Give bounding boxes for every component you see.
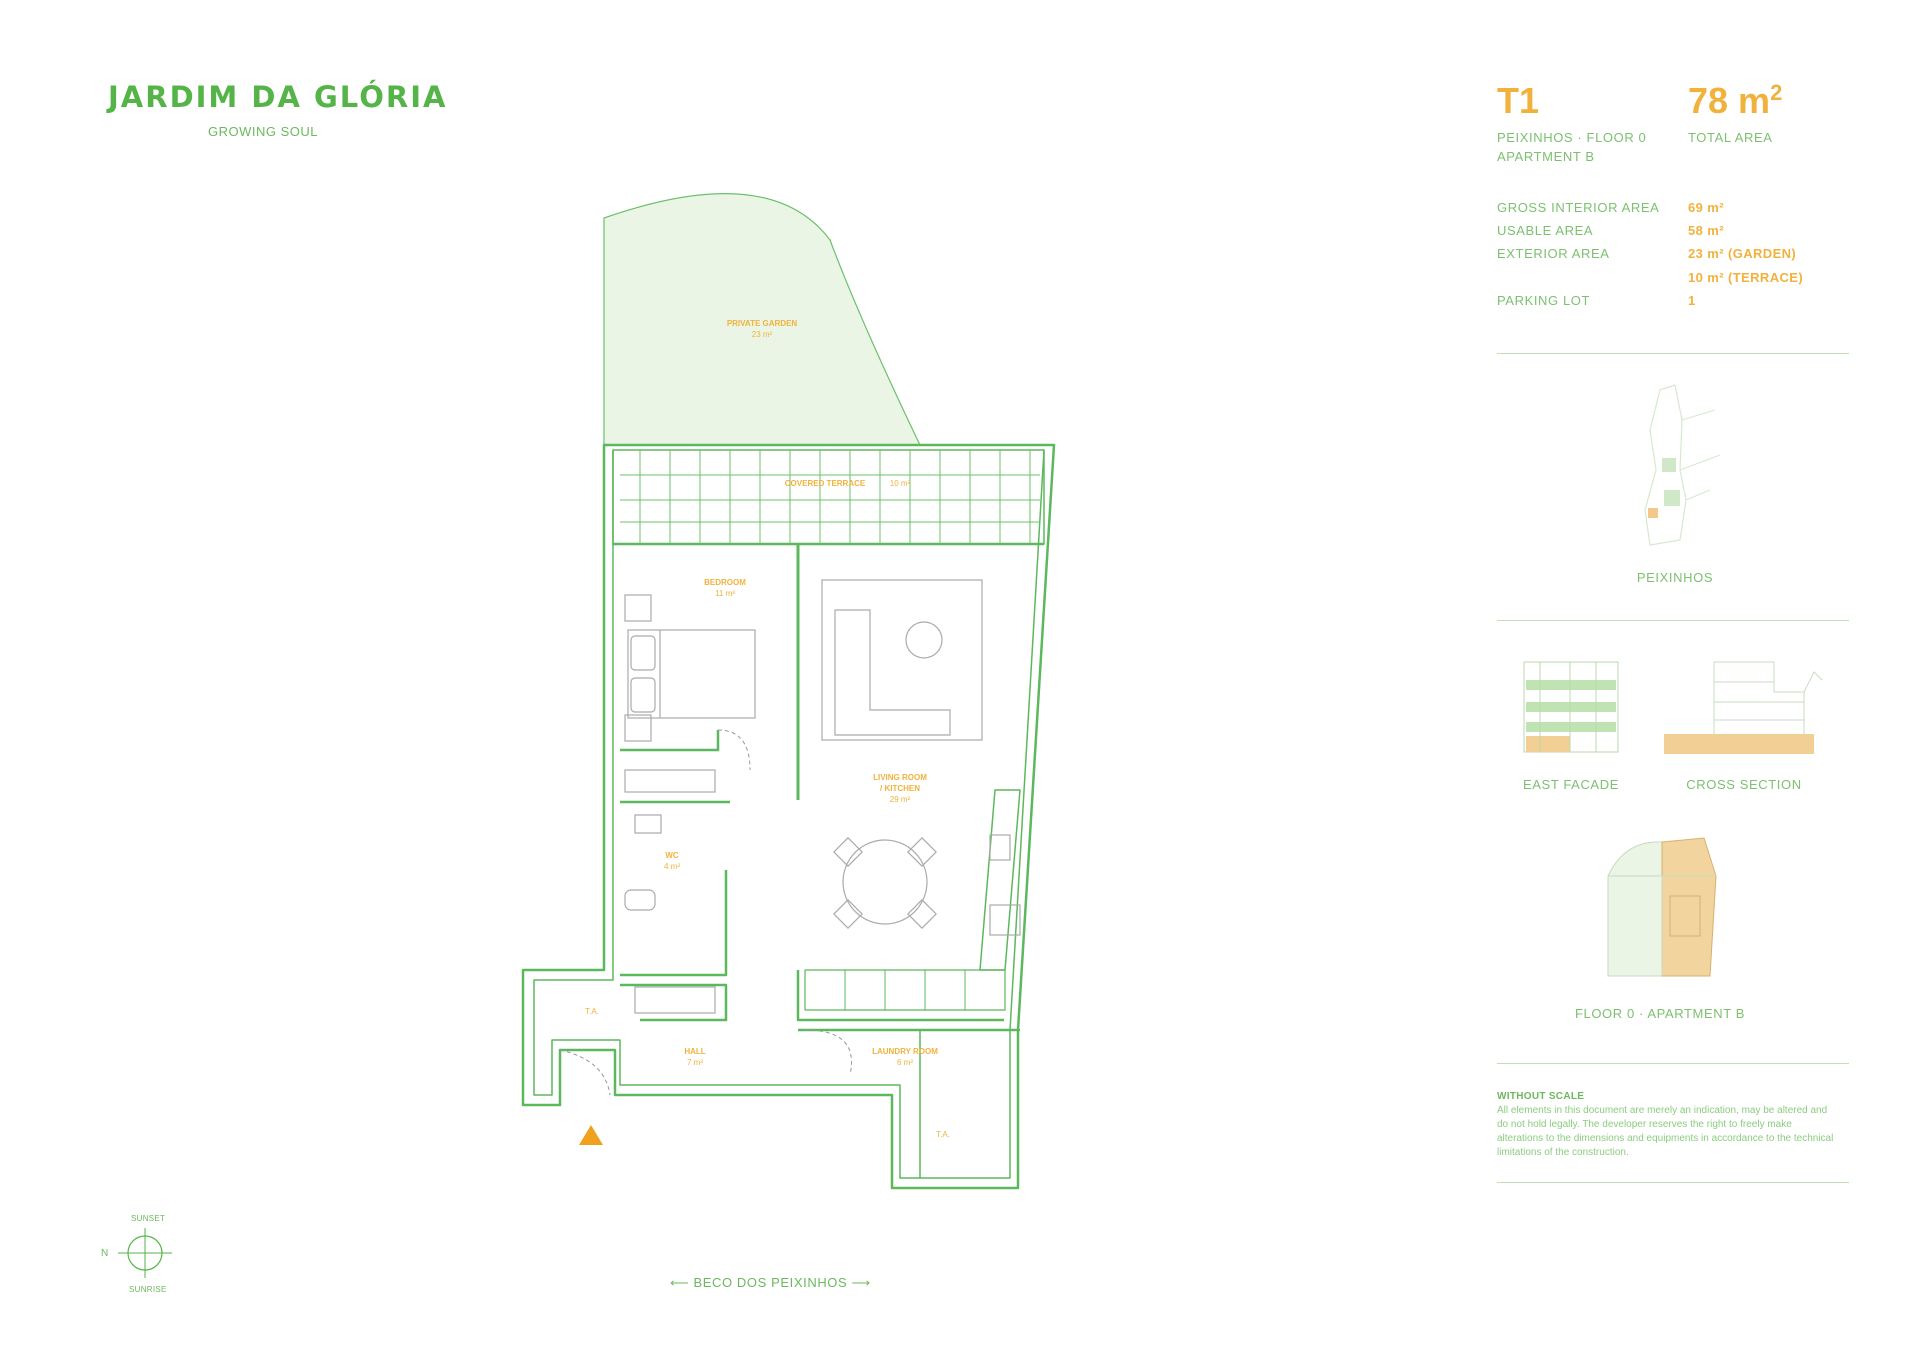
unit-location-line1: PEIXINHOS · FLOOR 0	[1497, 130, 1647, 145]
spec-value-parking: 1	[1688, 293, 1696, 308]
entrance-triangle-icon	[579, 1125, 603, 1145]
nightstand	[624, 594, 652, 622]
wardrobe	[624, 769, 716, 793]
private-garden-area	[603, 193, 921, 446]
divider	[1497, 1063, 1849, 1064]
sofa	[834, 609, 951, 736]
cross-section-thumbnail	[1664, 661, 1823, 754]
thumb-label-floor-plan: FLOOR 0 · APARTMENT B	[1574, 1006, 1746, 1021]
disclaimer-title: WITHOUT SCALE	[1497, 1091, 1585, 1102]
label-wc-area: 4 m²	[664, 862, 680, 871]
unit-location-line2: APARTMENT B	[1497, 149, 1595, 164]
label-wc: WC	[665, 851, 679, 860]
label-terrace: COVERED TERRACE	[785, 479, 866, 488]
unit-type: T1	[1497, 80, 1540, 121]
thumb-label-site: PEIXINHOS	[1636, 570, 1714, 585]
rug	[821, 579, 983, 741]
spec-value-gross: 69 m²	[1688, 200, 1724, 215]
spec-label-exterior: EXTERIOR AREA	[1497, 246, 1610, 261]
wc-sink	[634, 814, 662, 834]
brand-tagline: GROWING SOUL	[208, 124, 319, 139]
compass-sunrise: SUNRISE	[129, 1285, 167, 1294]
thumb-label-east-facade: EAST FACADE	[1523, 777, 1619, 792]
label-living-area: 29 m²	[890, 795, 911, 804]
label-laundry: LAUNDRY ROOM	[872, 1047, 938, 1056]
cooktop	[989, 904, 1021, 936]
unit-total-area: 78 m2	[1688, 80, 1783, 121]
spec-value-exterior-garden: 23 m² (GARDEN)	[1688, 246, 1797, 261]
label-garden: PRIVATE GARDEN	[727, 319, 798, 328]
covered-terrace-area	[612, 449, 1045, 545]
label-living: LIVING ROOM	[873, 773, 927, 782]
disclaimer-body: All elements in this document are merely…	[1497, 1105, 1834, 1158]
unit-area-label: TOTAL AREA	[1688, 130, 1773, 145]
divider	[1497, 353, 1849, 354]
label-laundry-area: 6 m²	[897, 1058, 913, 1067]
toilet	[624, 889, 656, 911]
dining-table	[842, 839, 928, 925]
nightstand	[624, 714, 652, 742]
label-bedroom: BEDROOM	[704, 578, 746, 587]
divider	[1497, 620, 1849, 621]
floor-plan-thumbnail	[1607, 837, 1717, 977]
door-swings	[559, 729, 852, 1096]
label-ta-hall: T.A.	[585, 1007, 599, 1016]
label-hall-area: 7 m²	[687, 1058, 703, 1067]
spec-label-gross: GROSS INTERIOR AREA	[1497, 200, 1660, 215]
label-kitchen: / KITCHEN	[880, 784, 920, 793]
brand-logo: JARDIM DA GLÓRIA	[108, 80, 448, 114]
unit-area-superscript: 2	[1770, 80, 1783, 105]
site-map-thumbnail	[1644, 384, 1721, 546]
thumb-label-cross-section: CROSS SECTION	[1686, 777, 1802, 792]
bed	[627, 629, 756, 719]
label-bedroom-area: 11 m²	[715, 589, 735, 598]
street-label: ⟵ BECO DOS PEIXINHOS ⟶	[670, 1275, 871, 1290]
label-terrace-area: 10 m²	[890, 479, 911, 488]
spec-label-usable: USABLE AREA	[1497, 223, 1594, 238]
hall-closet	[634, 986, 716, 1014]
apartment-outline	[521, 443, 1056, 1190]
terrace-paving	[620, 450, 1040, 544]
divider	[1497, 1182, 1849, 1183]
label-ta-laundry: T.A.	[936, 1130, 950, 1139]
compass-sunset: SUNSET	[131, 1214, 166, 1223]
spec-value-exterior-terrace: 10 m² (TERRACE)	[1688, 270, 1804, 285]
unit-location: PEIXINHOS · FLOOR 0 APARTMENT B	[1497, 128, 1646, 166]
spec-value-usable: 58 m²	[1688, 223, 1724, 238]
east-facade-thumbnail	[1523, 661, 1619, 753]
compass-icon	[118, 1228, 172, 1278]
coffee-table	[905, 621, 943, 659]
compass-north: N	[101, 1248, 109, 1259]
furniture	[624, 579, 1021, 1014]
kitchen-sink	[989, 834, 1011, 861]
label-hall: HALL	[684, 1047, 705, 1056]
floor-plan: PRIVATE GARDEN 23 m² COVERED TERRACE 10 …	[521, 193, 1056, 1190]
spec-label-parking: PARKING LOT	[1497, 293, 1591, 308]
label-garden-area: 23 m²	[752, 330, 773, 339]
